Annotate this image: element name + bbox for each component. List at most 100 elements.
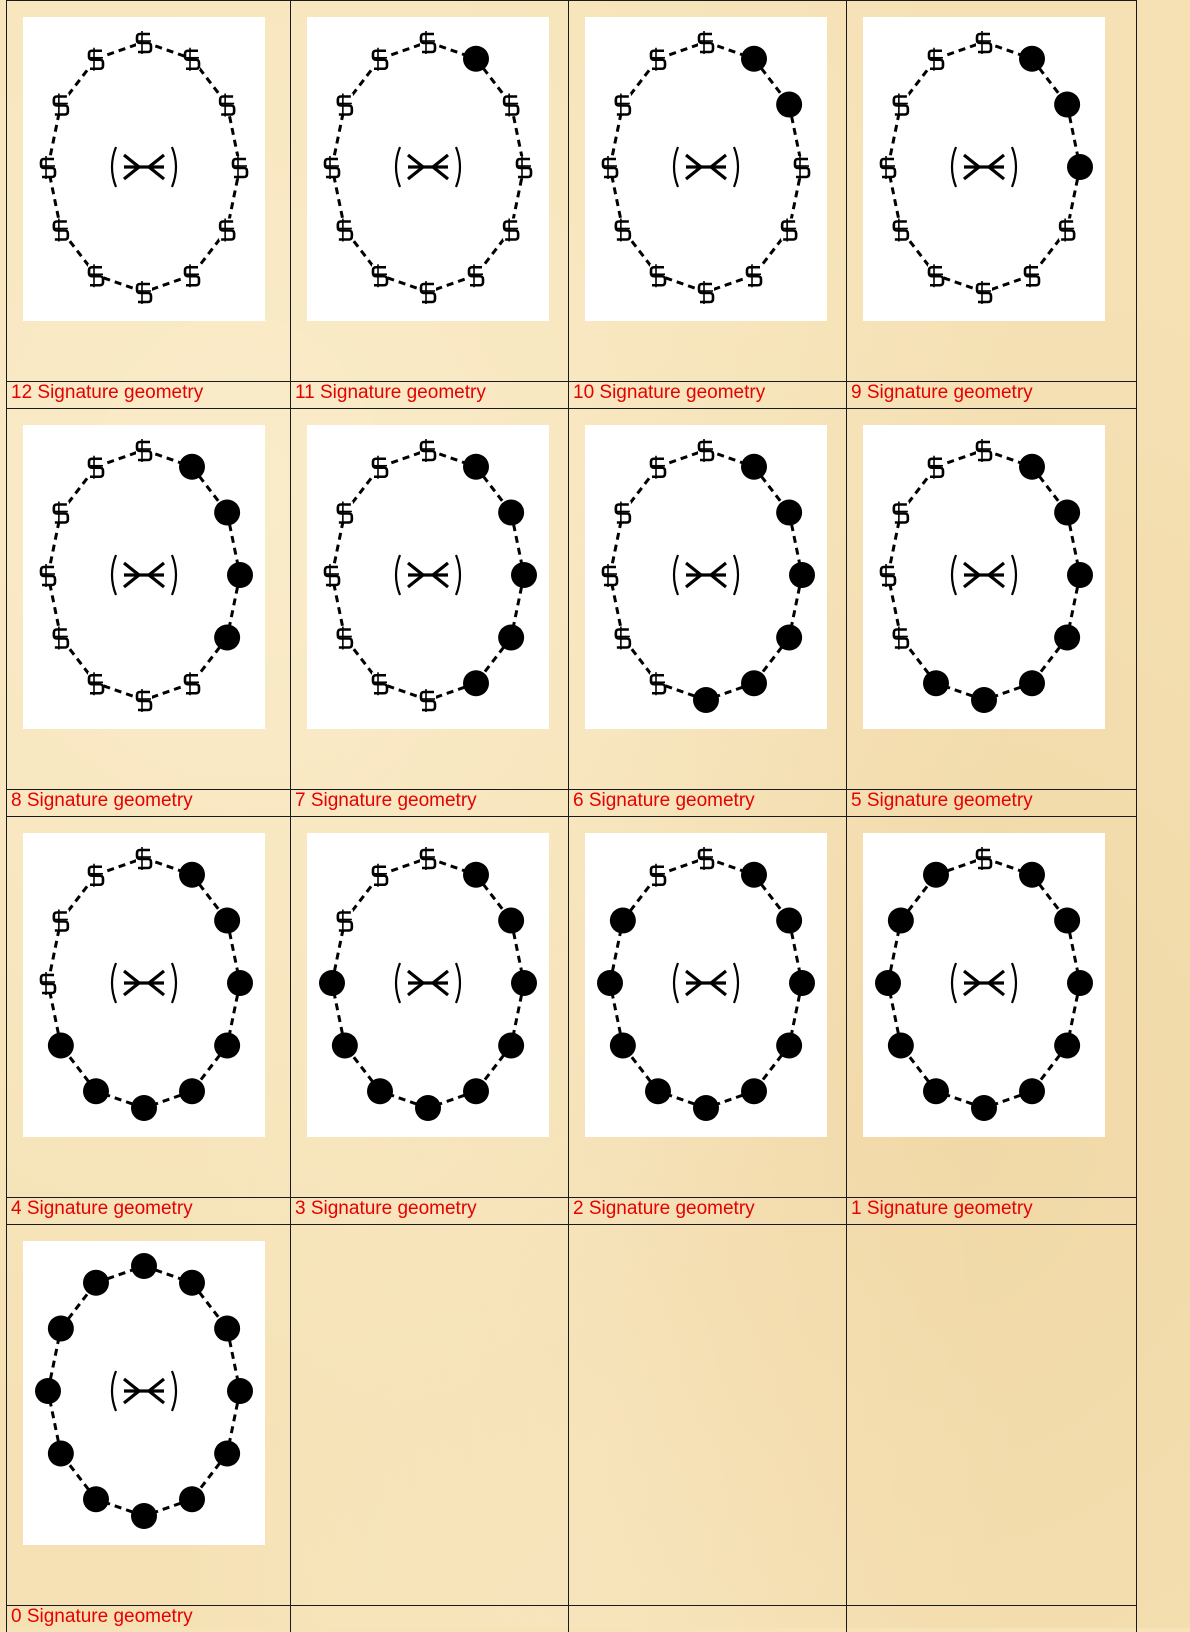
figure-cell	[847, 1, 1136, 381]
filled-circle-icon	[332, 1033, 358, 1059]
chain-link-icon	[184, 48, 200, 71]
chain-link-icon	[219, 94, 235, 117]
filled-circle-icon	[741, 454, 767, 480]
geometry-figure	[307, 833, 549, 1137]
filled-circle-icon	[35, 1378, 61, 1404]
filled-circle-icon	[776, 625, 802, 651]
filled-circle-icon	[693, 687, 719, 713]
chain-link-icon	[88, 672, 104, 695]
geometry-svg	[307, 425, 549, 729]
chain-link-icon	[53, 94, 69, 117]
filled-circle-icon	[83, 1270, 109, 1296]
filled-circle-icon	[1054, 908, 1080, 934]
empty-caption-cell	[291, 1606, 569, 1632]
filled-circle-icon	[741, 862, 767, 888]
chain-link-icon	[976, 281, 992, 304]
filled-circle-icon	[179, 862, 205, 888]
chain-link-icon	[136, 281, 152, 304]
chain-link-icon	[53, 910, 69, 933]
filled-circle-icon	[463, 454, 489, 480]
figure-caption: 2 Signature geometry	[569, 1198, 846, 1220]
chain-link-icon	[372, 864, 388, 887]
empty-cell	[291, 1225, 568, 1605]
chain-link-icon	[53, 219, 69, 242]
filled-circle-icon	[923, 1078, 949, 1104]
filled-circle-icon	[971, 687, 997, 713]
figure-caption: 6 Signature geometry	[569, 790, 846, 812]
chain-link-icon	[602, 156, 618, 179]
converging-arrows-icon	[952, 963, 1016, 1003]
filled-circle-icon	[179, 1078, 205, 1104]
chain-link-icon	[615, 502, 631, 525]
converging-arrows-icon	[112, 555, 176, 595]
chain-link-icon	[976, 31, 992, 54]
filled-circle-icon	[83, 1078, 109, 1104]
geometry-figure	[307, 425, 549, 729]
filled-circle-icon	[1019, 670, 1045, 696]
figure-caption: 5 Signature geometry	[847, 790, 1136, 812]
chain-link-icon	[650, 672, 666, 695]
chain-link-icon	[88, 456, 104, 479]
figure-cell	[7, 1225, 290, 1605]
filled-circle-icon	[214, 1316, 240, 1342]
chain-link-icon	[40, 972, 56, 995]
converging-arrows-icon	[112, 1371, 176, 1411]
chain-link-icon	[53, 627, 69, 650]
chain-link-icon	[650, 456, 666, 479]
chain-link-icon	[698, 281, 714, 304]
chain-link-icon	[650, 864, 666, 887]
figure-cell	[7, 817, 290, 1197]
filled-circle-icon	[741, 670, 767, 696]
filled-circle-icon	[214, 1441, 240, 1467]
chain-link-icon	[880, 156, 896, 179]
chain-link-icon	[337, 627, 353, 650]
geometry-svg	[23, 833, 265, 1137]
chain-link-icon	[372, 48, 388, 71]
figure-cell	[7, 1, 290, 381]
chain-link-icon	[88, 48, 104, 71]
geometry-figure	[585, 425, 827, 729]
figure-cell	[569, 817, 846, 1197]
geometry-figure	[863, 425, 1105, 729]
figure-cell	[291, 1, 568, 381]
geometry-figure	[585, 833, 827, 1137]
filled-circle-icon	[498, 625, 524, 651]
chain-link-icon	[893, 627, 909, 650]
geometry-svg	[863, 833, 1105, 1137]
filled-circle-icon	[1019, 46, 1045, 72]
chain-link-icon	[928, 264, 944, 287]
chain-link-icon	[976, 439, 992, 462]
empty-cell	[847, 1225, 1136, 1605]
geometry-figure	[23, 1241, 265, 1545]
filled-circle-icon	[741, 46, 767, 72]
filled-circle-icon	[227, 970, 253, 996]
filled-circle-icon	[463, 1078, 489, 1104]
figure-caption: 7 Signature geometry	[291, 790, 568, 812]
converging-arrows-icon	[112, 147, 176, 187]
chain-link-icon	[337, 219, 353, 242]
chain-link-icon	[602, 564, 618, 587]
figure-caption: 4 Signature geometry	[7, 1198, 290, 1220]
filled-circle-icon	[48, 1033, 74, 1059]
chain-link-icon	[372, 456, 388, 479]
filled-circle-icon	[214, 625, 240, 651]
chain-link-icon	[40, 564, 56, 587]
chain-link-icon	[615, 219, 631, 242]
filled-circle-icon	[83, 1486, 109, 1512]
chain-link-icon	[324, 564, 340, 587]
filled-circle-icon	[179, 1486, 205, 1512]
filled-circle-icon	[1067, 154, 1093, 180]
filled-circle-icon	[48, 1316, 74, 1342]
chain-link-icon	[880, 564, 896, 587]
chain-link-icon	[516, 156, 532, 179]
filled-circle-icon	[1054, 1033, 1080, 1059]
filled-circle-icon	[1019, 454, 1045, 480]
filled-circle-icon	[463, 46, 489, 72]
chain-link-icon	[337, 502, 353, 525]
chain-link-icon	[1059, 219, 1075, 242]
filled-circle-icon	[776, 908, 802, 934]
filled-circle-icon	[1067, 970, 1093, 996]
geometry-svg	[23, 1241, 265, 1545]
chain-link-icon	[53, 502, 69, 525]
filled-circle-icon	[511, 970, 537, 996]
